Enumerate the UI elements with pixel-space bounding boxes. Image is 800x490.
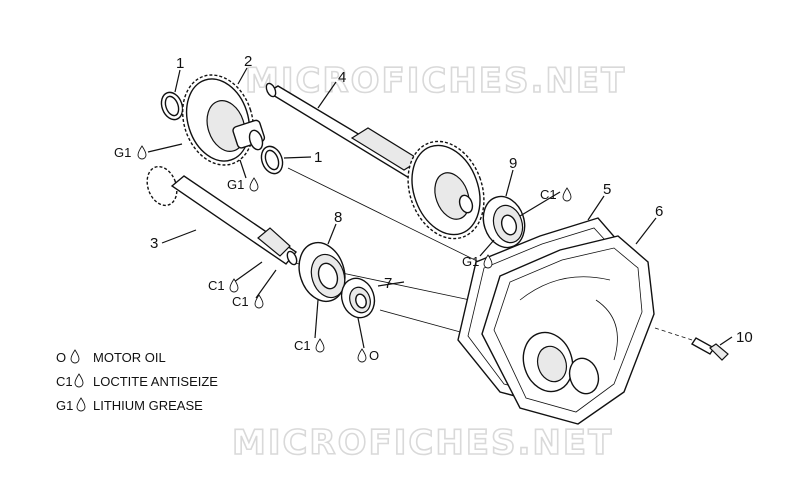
- legend-code: C1: [56, 374, 73, 389]
- callout-3: 3: [150, 235, 158, 252]
- tag-c1-shaft-b: C1: [232, 294, 249, 309]
- o-ring-upper: [160, 91, 184, 121]
- material-tags: G1 G1 C1 C1 C1 O C1 G1: [114, 145, 572, 363]
- drop-icon: [315, 338, 325, 353]
- drop-icon: [254, 294, 264, 309]
- legend-text: MOTOR OIL: [93, 350, 166, 365]
- drop-icon: [249, 177, 259, 192]
- tag-c1-shaft-a: C1: [208, 278, 225, 293]
- drop-icon: [483, 254, 493, 269]
- tag-o-seal7: O: [369, 348, 379, 363]
- watermark-top: MICROFICHES.NET: [245, 61, 626, 101]
- lubricant-legend: O MOTOR OIL C1 LOCTITE ANTISEIZE G1 LITH…: [56, 349, 218, 413]
- callout-1-lower: 1: [314, 149, 322, 166]
- input-shaft-3: [146, 165, 298, 266]
- bearing-8: [298, 241, 346, 303]
- tag-c1-bearing8: C1: [294, 338, 311, 353]
- bolt-10: [690, 337, 729, 361]
- tag-g1-gear-left: G1: [114, 145, 131, 160]
- drop-icon: [137, 145, 147, 160]
- drop-icon: [74, 373, 84, 388]
- drop-icon: [76, 397, 86, 412]
- callout-6: 6: [655, 203, 663, 220]
- transmission-cover-6: [481, 235, 655, 425]
- tag-g1-bearing9: G1: [462, 254, 479, 269]
- output-shaft-4: [265, 82, 485, 240]
- callout-numbers: 1 2 4 1 3 8 9 5 6 7 10: [150, 53, 753, 346]
- legend-text: LOCTITE ANTISEIZE: [93, 374, 218, 389]
- drop-icon: [229, 278, 239, 293]
- callout-9: 9: [509, 155, 517, 172]
- callout-1-upper: 1: [176, 55, 184, 72]
- bearing-9: [482, 195, 526, 249]
- drop-icon: [357, 348, 367, 363]
- watermark-bottom: MICROFICHES.NET: [232, 423, 613, 463]
- tag-c1-bearing9: C1: [540, 187, 557, 202]
- oil-seal-7: [340, 277, 376, 319]
- legend-text: LITHIUM GREASE: [93, 398, 203, 413]
- legend-row-motor-oil: O MOTOR OIL: [56, 349, 166, 365]
- legend-row-loctite: C1 LOCTITE ANTISEIZE: [56, 373, 218, 389]
- drop-icon: [70, 349, 80, 364]
- leader-lines: [147, 67, 733, 349]
- helical-gear-2: [181, 74, 266, 166]
- callout-4: 4: [338, 69, 346, 86]
- tag-g1-gear-bottom: G1: [227, 177, 244, 192]
- legend-row-lithium-grease: G1 LITHIUM GREASE: [56, 397, 203, 413]
- callout-2: 2: [244, 53, 252, 70]
- legend-code: G1: [56, 398, 73, 413]
- o-ring-lower: [260, 145, 284, 175]
- drop-icon: [562, 187, 572, 202]
- legend-code: O: [56, 350, 66, 365]
- callout-5: 5: [603, 181, 611, 198]
- callout-7: 7: [384, 275, 392, 292]
- callout-10: 10: [736, 329, 753, 346]
- callout-8: 8: [334, 209, 342, 226]
